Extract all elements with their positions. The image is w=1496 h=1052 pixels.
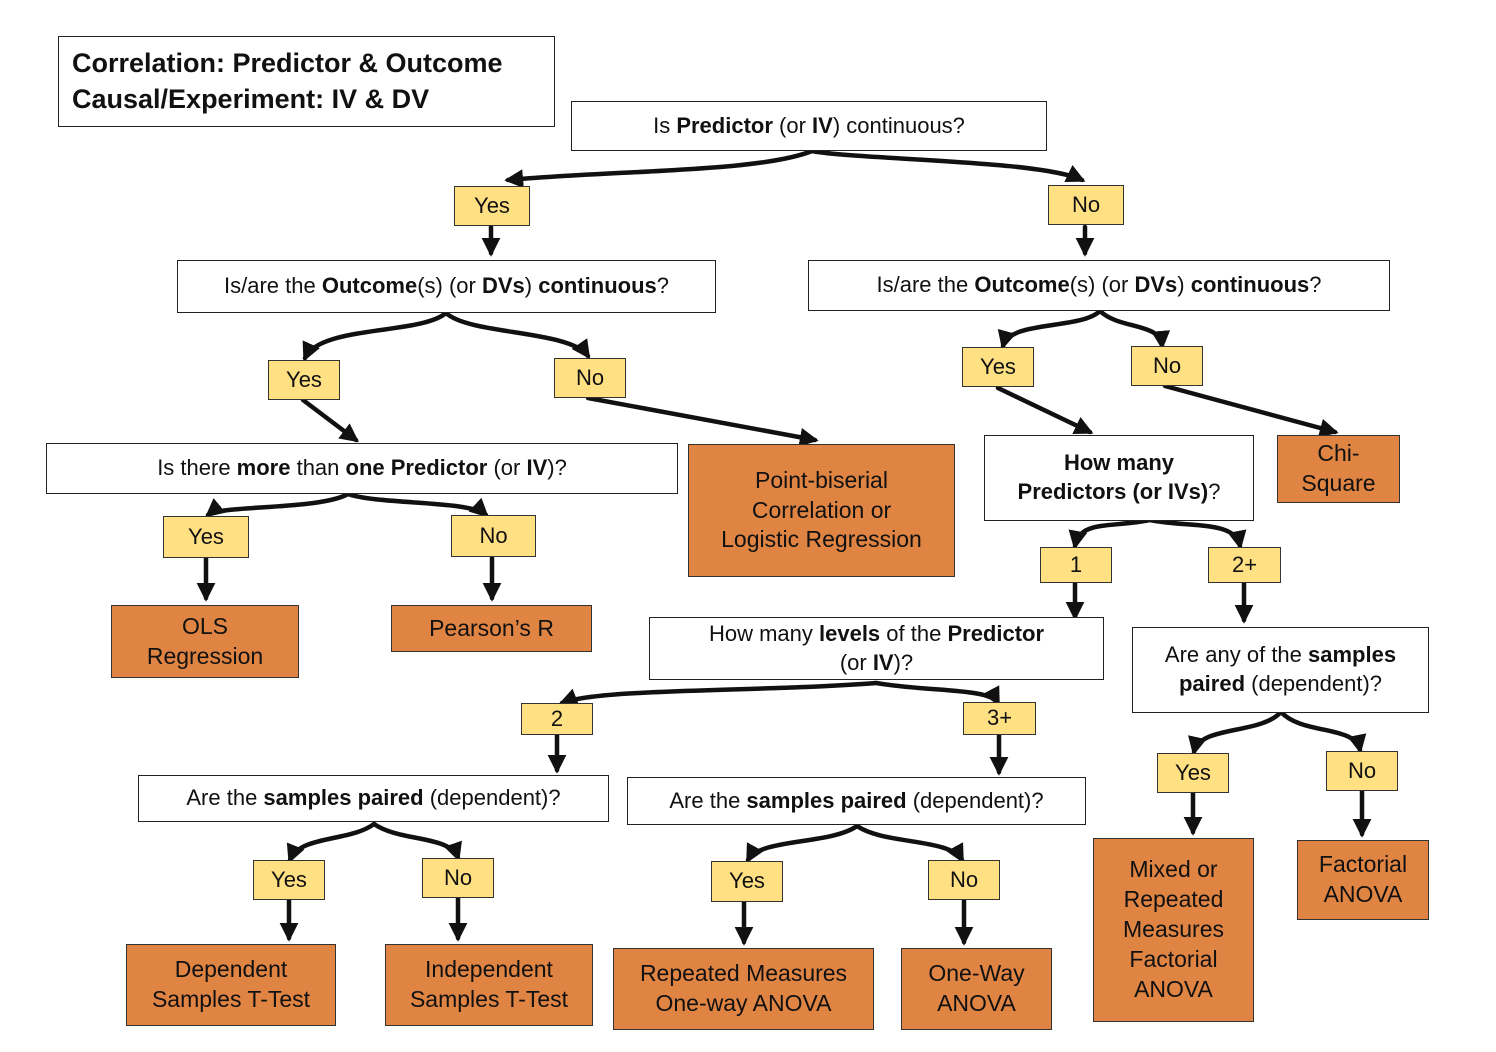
connector-arrow [1162,383,1339,438]
connector-arrow [286,821,377,864]
result-chi-square: Chi- Square [1277,435,1400,503]
connector-arrow [205,491,351,518]
result-one-way-anova: One-Way ANOVA [901,948,1052,1030]
connector-arrow [873,680,1001,707]
question-any-samples-paired: Are any of the samples paired (dependent… [1132,627,1429,713]
label-yes-more-predictors: Yes [163,516,249,558]
connector-arrow [854,823,965,864]
label-yes-outcome-right: Yes [962,347,1034,387]
connector-arrow [504,148,815,189]
connector-arrow [1188,709,1284,756]
connector-arrow [1068,517,1153,550]
connector-arrow [809,148,1086,183]
legend-box: Correlation: Predictor & Outcome Causal/… [58,36,555,127]
result-factorial-anova: Factorial ANOVA [1297,840,1429,920]
question-outcome-continuous-left: Is/are the Outcome(s) (or DVs) continuou… [177,260,716,313]
connector-arrow [1147,517,1247,550]
label-yes-paired-two: Yes [253,860,325,900]
connector-arrow [1278,709,1367,754]
question-more-than-one-predictor: Is there more than one Predictor (or IV)… [46,443,678,494]
result-independent-t-test: Independent Samples T-Test [385,944,593,1026]
connector-arrow [443,310,591,360]
result-dependent-t-test: Dependent Samples T-Test [126,944,336,1026]
label-yes-paired-three: Yes [711,861,783,902]
label-yes-paired-any: Yes [1157,753,1229,793]
label-no-paired-two: No [422,858,494,898]
label-yes-outcome-left: Yes [268,360,340,400]
question-samples-paired-three-levels: Are the samples paired (dependent)? [627,777,1086,825]
connector-arrow [995,385,1094,435]
connector-arrow [997,308,1103,350]
question-predictor-continuous: Is Predictor (or IV) continuous? [571,101,1047,151]
label-three-plus-levels: 3+ [963,702,1036,735]
connector-arrow [300,397,360,443]
connector-arrow [585,395,819,447]
connector-arrow [371,821,462,862]
result-repeated-measures-anova: Repeated Measures One-way ANOVA [613,948,874,1030]
result-pearsons-r: Pearson’s R [391,605,592,652]
connector-arrow [745,823,860,864]
label-no-outcome-left: No [554,358,626,398]
result-point-biserial: Point-biserial Correlation or Logistic R… [688,444,955,577]
label-one-predictor: 1 [1040,547,1112,583]
result-mixed-factorial-anova: Mixed or Repeated Measures Factorial ANO… [1093,838,1254,1022]
connector-arrow [1097,308,1171,350]
question-how-many-predictors: How many Predictors (or IVs)? [984,435,1254,521]
label-no-outcome-right: No [1131,346,1203,386]
label-no-paired-any: No [1326,751,1398,791]
label-two-levels: 2 [521,703,593,735]
label-yes-root: Yes [454,186,530,226]
question-how-many-levels: How many levels of the Predictor (or IV)… [649,617,1104,680]
question-outcome-continuous-right: Is/are the Outcome(s) (or DVs) continuou… [808,260,1390,311]
connector-arrow [302,310,449,362]
legend-line-2: Causal/Experiment: IV & DV [72,83,430,114]
connector-arrow [345,491,489,518]
legend-line-1: Correlation: Predictor & Outcome [72,48,503,79]
label-no-more-predictors: No [451,515,536,557]
connector-arrow [558,680,879,707]
label-no-root: No [1048,185,1124,225]
label-no-paired-three: No [928,860,1000,900]
result-ols-regression: OLS Regression [111,605,299,678]
label-two-plus-predictors: 2+ [1208,547,1281,583]
question-samples-paired-two-levels: Are the samples paired (dependent)? [138,775,609,822]
